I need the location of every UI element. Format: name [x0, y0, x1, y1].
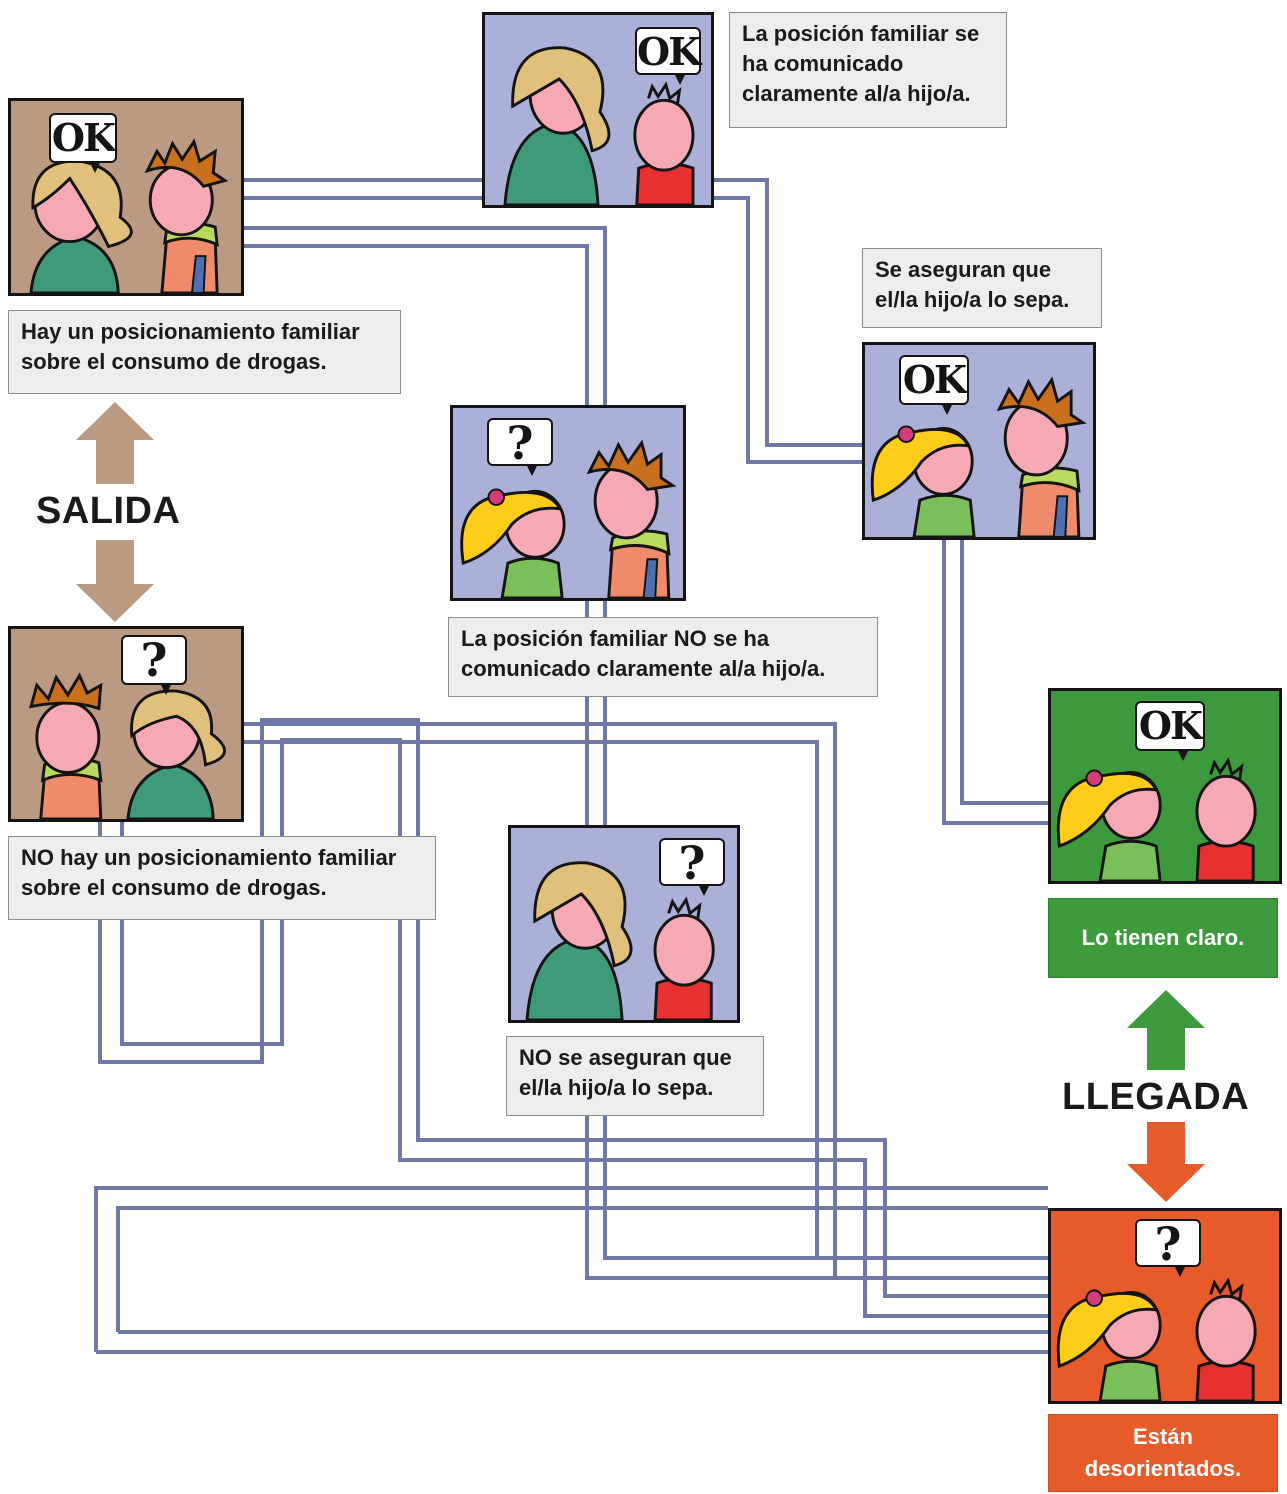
arrow-up-tan: [76, 402, 154, 484]
panel-not-ensure: ?: [508, 825, 740, 1023]
speech-bubble-ok: OK: [899, 355, 969, 415]
label-family-position-no: NO hay un posicionamiento familiar sobre…: [8, 836, 436, 920]
label-not-ensure: NO se aseguran que el/la hijo/a lo sepa.: [506, 1036, 764, 1116]
speech-bubble-ok: OK: [635, 27, 701, 85]
label-clear: Lo tienen claro.: [1048, 898, 1278, 978]
label-lost: Están desorientados.: [1048, 1414, 1278, 1492]
illustration-son-mother-question: [28, 672, 226, 819]
speech-bubble-question: ?: [659, 838, 725, 896]
arrow-up-green: [1127, 990, 1205, 1070]
panel-family-position-no: ?: [8, 626, 244, 822]
label-not-communicated: La posición familiar NO se ha comunicado…: [448, 617, 878, 697]
panel-lost: ?: [1048, 1208, 1282, 1404]
panel-ensure: OK: [862, 342, 1096, 540]
speech-bubble-question: ?: [1135, 1219, 1201, 1277]
panel-clear: OK: [1048, 688, 1282, 884]
arrow-down-tan: [76, 540, 154, 622]
label-communicated: La posición familiar se ha comunicado cl…: [729, 12, 1007, 128]
panel-family-position-yes: OK: [8, 98, 244, 296]
heading-salida: SALIDA: [36, 490, 181, 532]
panel-not-communicated: ?: [450, 405, 686, 601]
label-family-position-yes: Hay un posicionamiento familiar sobre el…: [8, 310, 401, 394]
illustration-girl-boy-ok: [1056, 757, 1257, 881]
panel-communicated: OK: [482, 12, 714, 208]
speech-bubble-ok: OK: [1135, 701, 1205, 761]
illustration-mother-boy-question: [525, 861, 715, 1020]
speech-bubble-question: ?: [487, 418, 553, 476]
speech-bubble-question: ?: [121, 635, 187, 695]
illustration-mother-boy-ok: [503, 46, 695, 205]
arrow-down-orange: [1127, 1122, 1205, 1202]
illustration-mother-son-ok: [29, 138, 229, 293]
illustration-girl-father-ok: [870, 376, 1087, 537]
illustration-girl-father-question: [460, 439, 677, 598]
label-ensure: Se aseguran que el/la hijo/a lo sepa.: [862, 248, 1102, 328]
heading-llegada: LLEGADA: [1062, 1076, 1250, 1118]
illustration-girl-boy-question: [1056, 1277, 1257, 1401]
speech-bubble-ok: OK: [49, 113, 117, 173]
